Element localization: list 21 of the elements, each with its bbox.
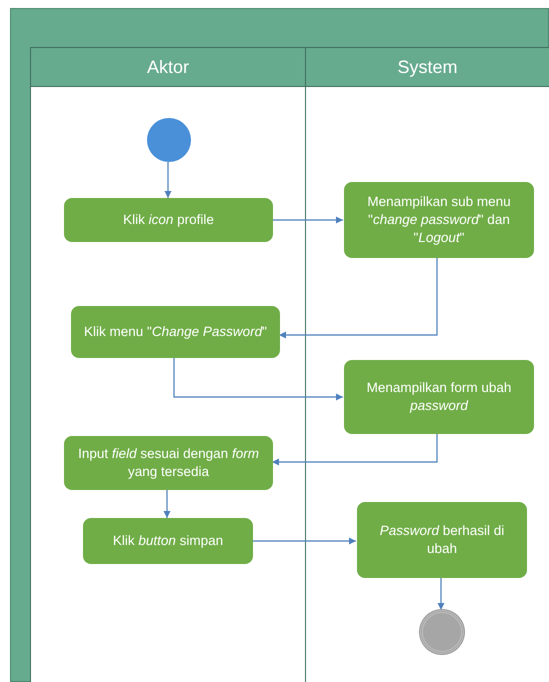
action-box: Klik icon profile: [64, 198, 273, 242]
final-node: [420, 610, 464, 654]
flow-arrow: [272, 216, 343, 224]
action-box: Password berhasil di ubah: [357, 502, 527, 578]
action-box: Klik button simpan: [83, 518, 253, 564]
swimlane: [30, 47, 305, 682]
flow-arrow: [164, 490, 170, 518]
flow-arrow: [279, 258, 438, 338]
initial-node: [147, 118, 191, 162]
action-box: Menampilkan form ubah password: [344, 360, 534, 434]
flow-arrow: [164, 162, 172, 198]
action-box: Input field sesuai dengan form yang tersedia: [64, 436, 273, 490]
lane-header: System: [306, 47, 549, 87]
flow-arrow: [438, 578, 444, 610]
lane-header: Aktor: [31, 47, 305, 87]
flow-arrow: [272, 434, 438, 466]
action-box: Menampilkan sub menu "change password" dan "Logout": [344, 182, 534, 258]
flow-arrow: [252, 538, 356, 544]
swimlane: [305, 47, 549, 682]
action-box: Klik menu "Change Password": [71, 306, 280, 358]
flow-arrow: [173, 358, 343, 400]
